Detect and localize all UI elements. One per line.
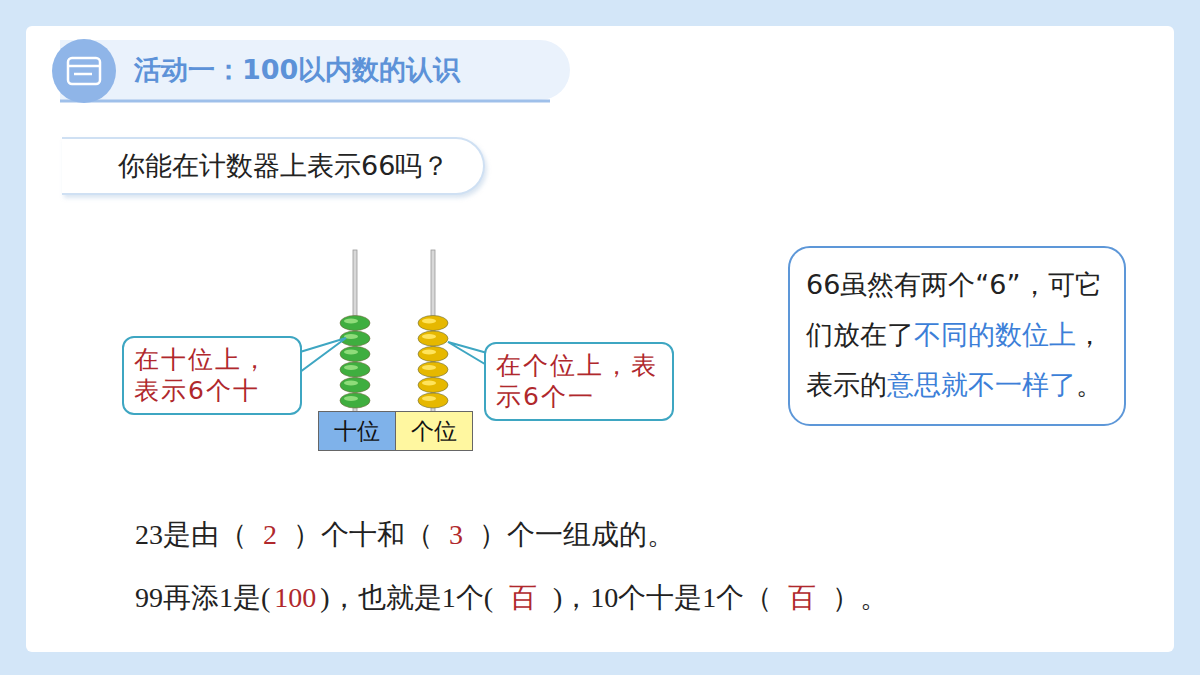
bead-highlight — [344, 396, 358, 401]
header-underline — [60, 100, 550, 103]
note-text: 意思就不一样了 — [887, 369, 1076, 400]
question-pill: 你能在计数器上表示66吗？ — [62, 137, 485, 195]
bead-highlight — [422, 334, 436, 339]
bead-highlight — [344, 365, 358, 370]
abacus-bead — [340, 378, 370, 393]
bead-highlight — [344, 319, 358, 324]
fill-in-sentence: 99再添1是(100)，也就是1个(百)，10个十是1个（百）。 — [133, 579, 890, 617]
note-text: 不同的数位上 — [914, 319, 1076, 350]
node-text: 你能在计数器上表示66吗？ — [118, 148, 449, 184]
bead-highlight — [422, 319, 436, 324]
header-icon-glyph — [68, 65, 100, 68]
slide-title: 活动一：100以内数的认识 — [134, 52, 460, 88]
bead-highlight — [422, 396, 436, 401]
sentence-text: ）。 — [830, 582, 890, 613]
header-icon-glyph — [74, 73, 92, 76]
bead-highlight — [422, 381, 436, 386]
abacus-bead — [418, 347, 448, 362]
fill-in-sentence: 23是由（2）个十和（3）个一组成的。 — [133, 516, 677, 554]
bead-highlight — [344, 350, 358, 355]
node-text: 在个位上，表示6个一 — [496, 350, 662, 413]
callout-box: 在十位上，表示6个十 — [122, 336, 302, 415]
sentence-text: 99再添1是( — [133, 582, 272, 613]
abacus-bead — [418, 316, 448, 331]
abacus-beads — [340, 316, 448, 409]
abacus-bead — [418, 331, 448, 346]
callout-pointer — [300, 338, 346, 372]
node-text: 在十位上，表示6个十 — [134, 344, 290, 407]
bead-highlight — [422, 350, 436, 355]
sentence-text: ）个一组成的。 — [477, 519, 677, 550]
node-text: 个位 — [411, 416, 457, 447]
bead-highlight — [422, 365, 436, 370]
abacus-bead — [340, 347, 370, 362]
note-text: 。 — [1076, 369, 1103, 400]
answer-text: 百 — [495, 582, 551, 613]
bead-highlight — [344, 381, 358, 386]
place-label: 个位 — [395, 411, 473, 451]
place-label: 十位 — [318, 411, 396, 451]
abacus-bead — [340, 316, 370, 331]
sentence-text: 23是由（ — [133, 519, 249, 550]
sentence-text: )，也就是1个( — [318, 582, 495, 613]
sentence-text: )，10个十是1个（ — [551, 582, 774, 613]
callout-box: 在个位上，表示6个一 — [484, 342, 674, 421]
answer-text: 100 — [272, 582, 318, 613]
header-icon — [52, 39, 116, 103]
abacus-bead — [418, 378, 448, 393]
abacus-bead — [418, 362, 448, 377]
abacus-bead — [340, 362, 370, 377]
answer-text: 2 — [249, 519, 291, 550]
abacus-bead — [340, 393, 370, 408]
answer-text: 百 — [774, 582, 830, 613]
header-icon-glyph — [68, 58, 100, 84]
note-box: 66虽然有两个“6”，可它们放在了不同的数位上，表示的意思就不一样了。 — [788, 246, 1126, 426]
sentence-text: ）个十和（ — [291, 519, 435, 550]
abacus-bead — [418, 393, 448, 408]
header-pill — [60, 40, 570, 100]
answer-text: 3 — [435, 519, 477, 550]
node-text: 十位 — [334, 416, 380, 447]
white-panel — [26, 26, 1174, 652]
